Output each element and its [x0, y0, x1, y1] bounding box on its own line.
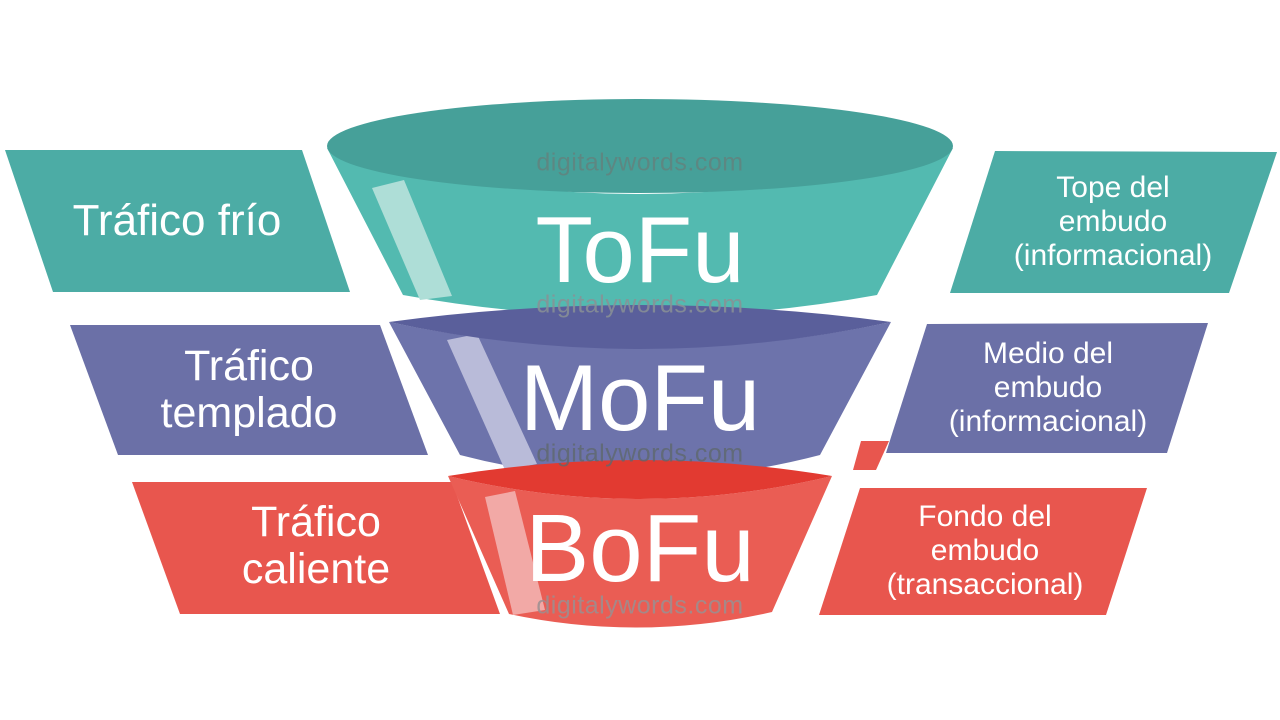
- top-of-funnel-line-3: (informacional): [1013, 239, 1213, 272]
- top-of-funnel-line-1: Tope del: [1056, 171, 1170, 204]
- funnel-tofu-body: [327, 148, 953, 317]
- funnel-bofu-body: [448, 476, 832, 628]
- funnel-tofu-top-ellipse: [327, 99, 953, 193]
- middle-of-funnel-label: Medio del embudo (informacional): [949, 337, 1147, 439]
- traffic-hot-line-2: caliente: [241, 545, 391, 593]
- tofu-label: ToFu: [535, 197, 745, 302]
- bofu-label: BoFu: [525, 495, 755, 602]
- watermark-top: digitalywords.com: [536, 148, 744, 177]
- middle-of-funnel-shape: [886, 323, 1208, 453]
- funnel-bofu-rim: [448, 460, 832, 499]
- top-of-funnel-shape: [950, 151, 1277, 293]
- watermark-lower-middle: digitalywords.com: [536, 439, 744, 468]
- traffic-warm-line-1: Tráfico: [184, 342, 314, 390]
- traffic-warm-label: Tráfico templado: [161, 343, 338, 437]
- middle-of-funnel-line-2: embudo: [993, 371, 1103, 404]
- mofu-label: MoFu: [519, 345, 761, 450]
- traffic-warm-line-2: templado: [160, 389, 338, 437]
- funnel-mofu-rim: [389, 305, 891, 349]
- traffic-hot-label: Tráfico caliente: [242, 499, 390, 593]
- watermark-bottom: digitalywords.com: [536, 591, 744, 620]
- traffic-hot-shape: [132, 482, 500, 614]
- top-of-funnel-label: Tope del embudo (informacional): [1014, 171, 1212, 273]
- traffic-warm-shape: [70, 325, 428, 455]
- watermark-upper-middle: digitalywords.com: [536, 290, 744, 319]
- bofu-right-sliver: [853, 441, 889, 470]
- bottom-of-funnel-line-1: Fondo del: [918, 500, 1052, 533]
- bottom-of-funnel-label: Fondo del embudo (transaccional): [887, 500, 1084, 602]
- funnel-bofu-highlight: [485, 491, 545, 615]
- bottom-of-funnel-line-3: (transaccional): [886, 568, 1084, 601]
- middle-of-funnel-line-1: Medio del: [982, 337, 1114, 370]
- top-of-funnel-line-2: embudo: [1058, 205, 1168, 238]
- bottom-of-funnel-line-2: embudo: [930, 534, 1040, 567]
- funnel-tofu-highlight: [372, 180, 452, 300]
- traffic-cold-label: Tráfico frío: [73, 197, 282, 245]
- bottom-of-funnel-shape: [819, 488, 1147, 615]
- middle-of-funnel-line-3: (informacional): [948, 405, 1148, 438]
- traffic-cold-line-1: Tráfico frío: [72, 196, 282, 245]
- traffic-hot-line-1: Tráfico: [251, 498, 381, 546]
- traffic-cold-shape: [5, 150, 350, 292]
- funnel-mofu-highlight: [447, 334, 537, 470]
